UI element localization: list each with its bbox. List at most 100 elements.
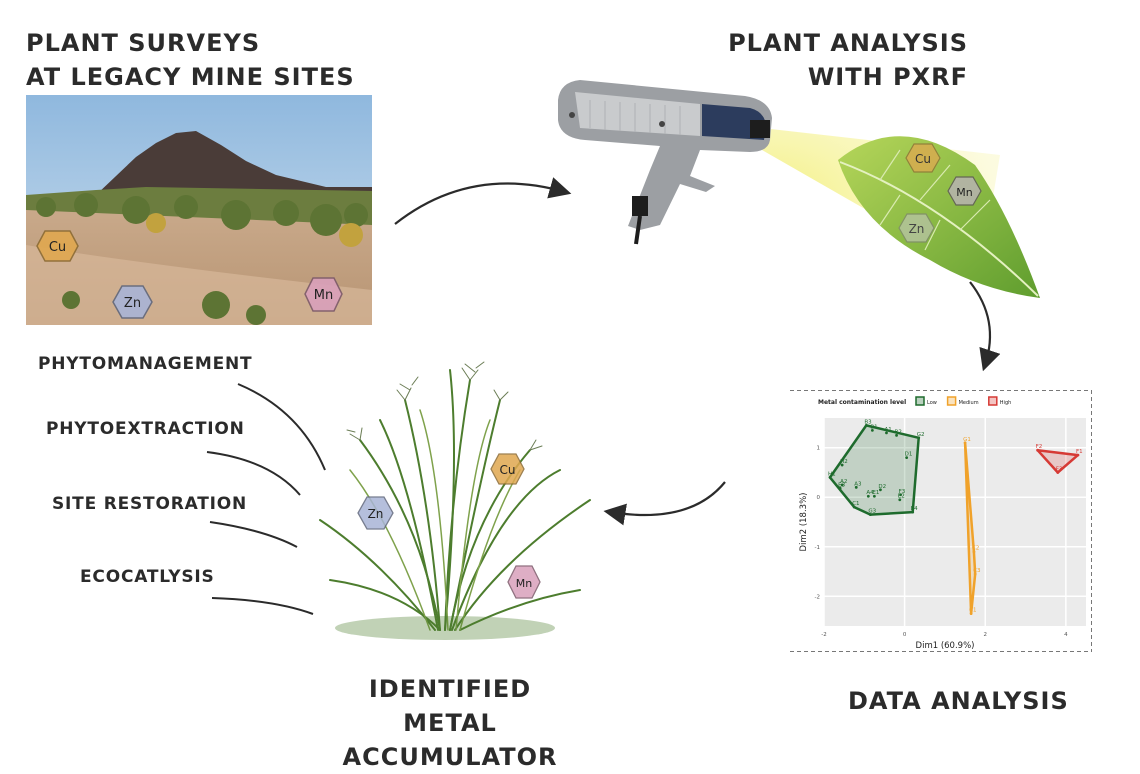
point-G2 — [917, 436, 921, 440]
legend-swatch-high — [988, 396, 998, 406]
point-label: E4 — [911, 506, 918, 512]
surveys-title-line2: AT LEGACY MINE SITES — [26, 63, 355, 91]
point-F3 — [1056, 471, 1060, 474]
point-label: C1 — [969, 608, 976, 614]
point-label: G2 — [917, 432, 925, 438]
point-label: A4 — [866, 490, 874, 496]
application-line-4 — [211, 597, 314, 615]
point-label: A1 — [884, 427, 891, 433]
badge-zn-plant: Zn — [357, 496, 394, 530]
x-tick-label: 0 — [903, 632, 907, 638]
pxrf-device-icon — [558, 80, 772, 245]
point-A3 — [854, 485, 858, 489]
point-label: B2 — [895, 429, 902, 435]
application-line-3 — [209, 521, 298, 548]
point-H1 — [828, 476, 832, 479]
legend-swatch-low — [915, 396, 925, 406]
point-label: B3 — [864, 419, 872, 425]
x-tick-label: -2 — [821, 632, 826, 638]
point-label: C2 — [972, 546, 979, 552]
point-G1 — [963, 441, 967, 445]
point-A4 — [866, 494, 870, 498]
application-phytomanagement: PHYTOMANAGEMENT — [38, 354, 253, 374]
point-label: A3 — [854, 481, 862, 487]
y-tick-label: -1 — [815, 545, 820, 551]
point-E4 — [911, 510, 915, 514]
point-C1 — [969, 612, 973, 616]
point-label: F3 — [1056, 466, 1063, 472]
badge-zn-plant-label: Zn — [368, 507, 384, 521]
point-G3 — [868, 513, 872, 516]
y-tick-label: 0 — [817, 495, 821, 501]
point-label: E3 — [838, 482, 845, 488]
point-label: G3 — [868, 509, 876, 515]
badge-cu-plant-label: Cu — [500, 463, 516, 477]
arrow-survey-to-analysis — [394, 177, 572, 225]
hull-high — [1036, 448, 1080, 474]
surveys-title: PLANT SURVEYS AT LEGACY MINE SITES — [26, 26, 355, 94]
pca-plot-svg: Metal contamination level Low Medium High -… — [790, 390, 1092, 652]
analysis-title-line1: PLANT ANALYSIS — [728, 29, 968, 57]
point-F3 — [899, 493, 902, 497]
point-A1 — [885, 431, 888, 435]
point-B2 — [895, 433, 898, 437]
point-label: F3 — [899, 489, 906, 495]
badge-mn-leaf: Mn — [947, 176, 982, 206]
point-E2 — [898, 498, 902, 502]
point-D2 — [879, 488, 882, 492]
y-tick-label: -2 — [815, 594, 820, 600]
point-label: C1 — [852, 501, 859, 507]
point-label: D1 — [905, 452, 913, 458]
badge-mn-leaf-label: Mn — [956, 186, 972, 199]
x-tick-label: 4 — [1064, 632, 1068, 638]
legend-swatch-medium — [946, 396, 957, 406]
point-B3 — [864, 424, 868, 427]
badge-cu-photo-label: Cu — [49, 240, 66, 255]
pca-plot: Metal contamination level Low Medium High -… — [790, 390, 1092, 652]
legend-title: Metal contamination level — [818, 399, 906, 406]
surveys-title-line1: PLANT SURVEYS — [26, 29, 261, 57]
x-axis-label: Dim1 (60.9%) — [916, 641, 975, 651]
badge-cu-plant: Cu — [490, 453, 525, 485]
point-F1 — [1076, 453, 1080, 457]
analysis-title-line2: WITH PXRF — [807, 63, 968, 91]
badge-zn-photo: Zn — [112, 285, 153, 319]
badge-cu-photo: Cu — [36, 230, 79, 262]
analysis-title: PLANT ANALYSIS WITH PXRF — [728, 26, 968, 94]
data-analysis-title: DATA ANALYSIS — [848, 687, 1069, 715]
application-site-restoration: SITE RESTORATION — [52, 494, 248, 514]
point-D1 — [905, 456, 909, 460]
accumulator-title-line1: IDENTIFIED METAL — [368, 675, 532, 737]
grass-plant-icon — [319, 361, 591, 640]
badge-zn-leaf: Zn — [898, 213, 935, 243]
diagram-canvas: Cu Zn Mn Cu Mn Zn Cu Zn Mn — [36, 80, 1040, 640]
legend-label-low: Low — [927, 400, 937, 406]
point-label: E1 — [872, 490, 879, 496]
point-label: A2 — [840, 479, 847, 485]
badge-cu-leaf-label: Cu — [915, 152, 931, 166]
point-label: H2 — [840, 459, 848, 465]
point-label: B1 — [870, 424, 877, 430]
point-label: E2 — [898, 494, 905, 500]
point-A2 — [840, 483, 844, 487]
legend-label-high: High — [1000, 400, 1012, 406]
plot-panel — [824, 418, 1086, 626]
pca-legend: Metal contamination level Low Medium High — [818, 396, 1012, 406]
point-H2 — [840, 463, 844, 467]
point-B1 — [870, 428, 874, 432]
badge-mn-plant: Mn — [507, 565, 541, 599]
point-C1 — [852, 505, 856, 509]
application-line-2 — [206, 451, 301, 496]
point-C3 — [973, 572, 977, 576]
badge-zn-leaf-label: Zn — [909, 222, 925, 236]
point-label: F1 — [1076, 449, 1083, 455]
badge-mn-plant-label: Mn — [516, 577, 532, 590]
point-label: H1 — [828, 471, 836, 477]
legend-label-medium: Medium — [959, 400, 979, 406]
badge-cu-leaf: Cu — [905, 143, 941, 173]
badge-mn-photo: Mn — [304, 277, 343, 312]
point-E1 — [872, 494, 876, 498]
point-F2 — [1036, 448, 1040, 452]
point-C2 — [972, 550, 976, 554]
point-E3 — [838, 486, 842, 490]
